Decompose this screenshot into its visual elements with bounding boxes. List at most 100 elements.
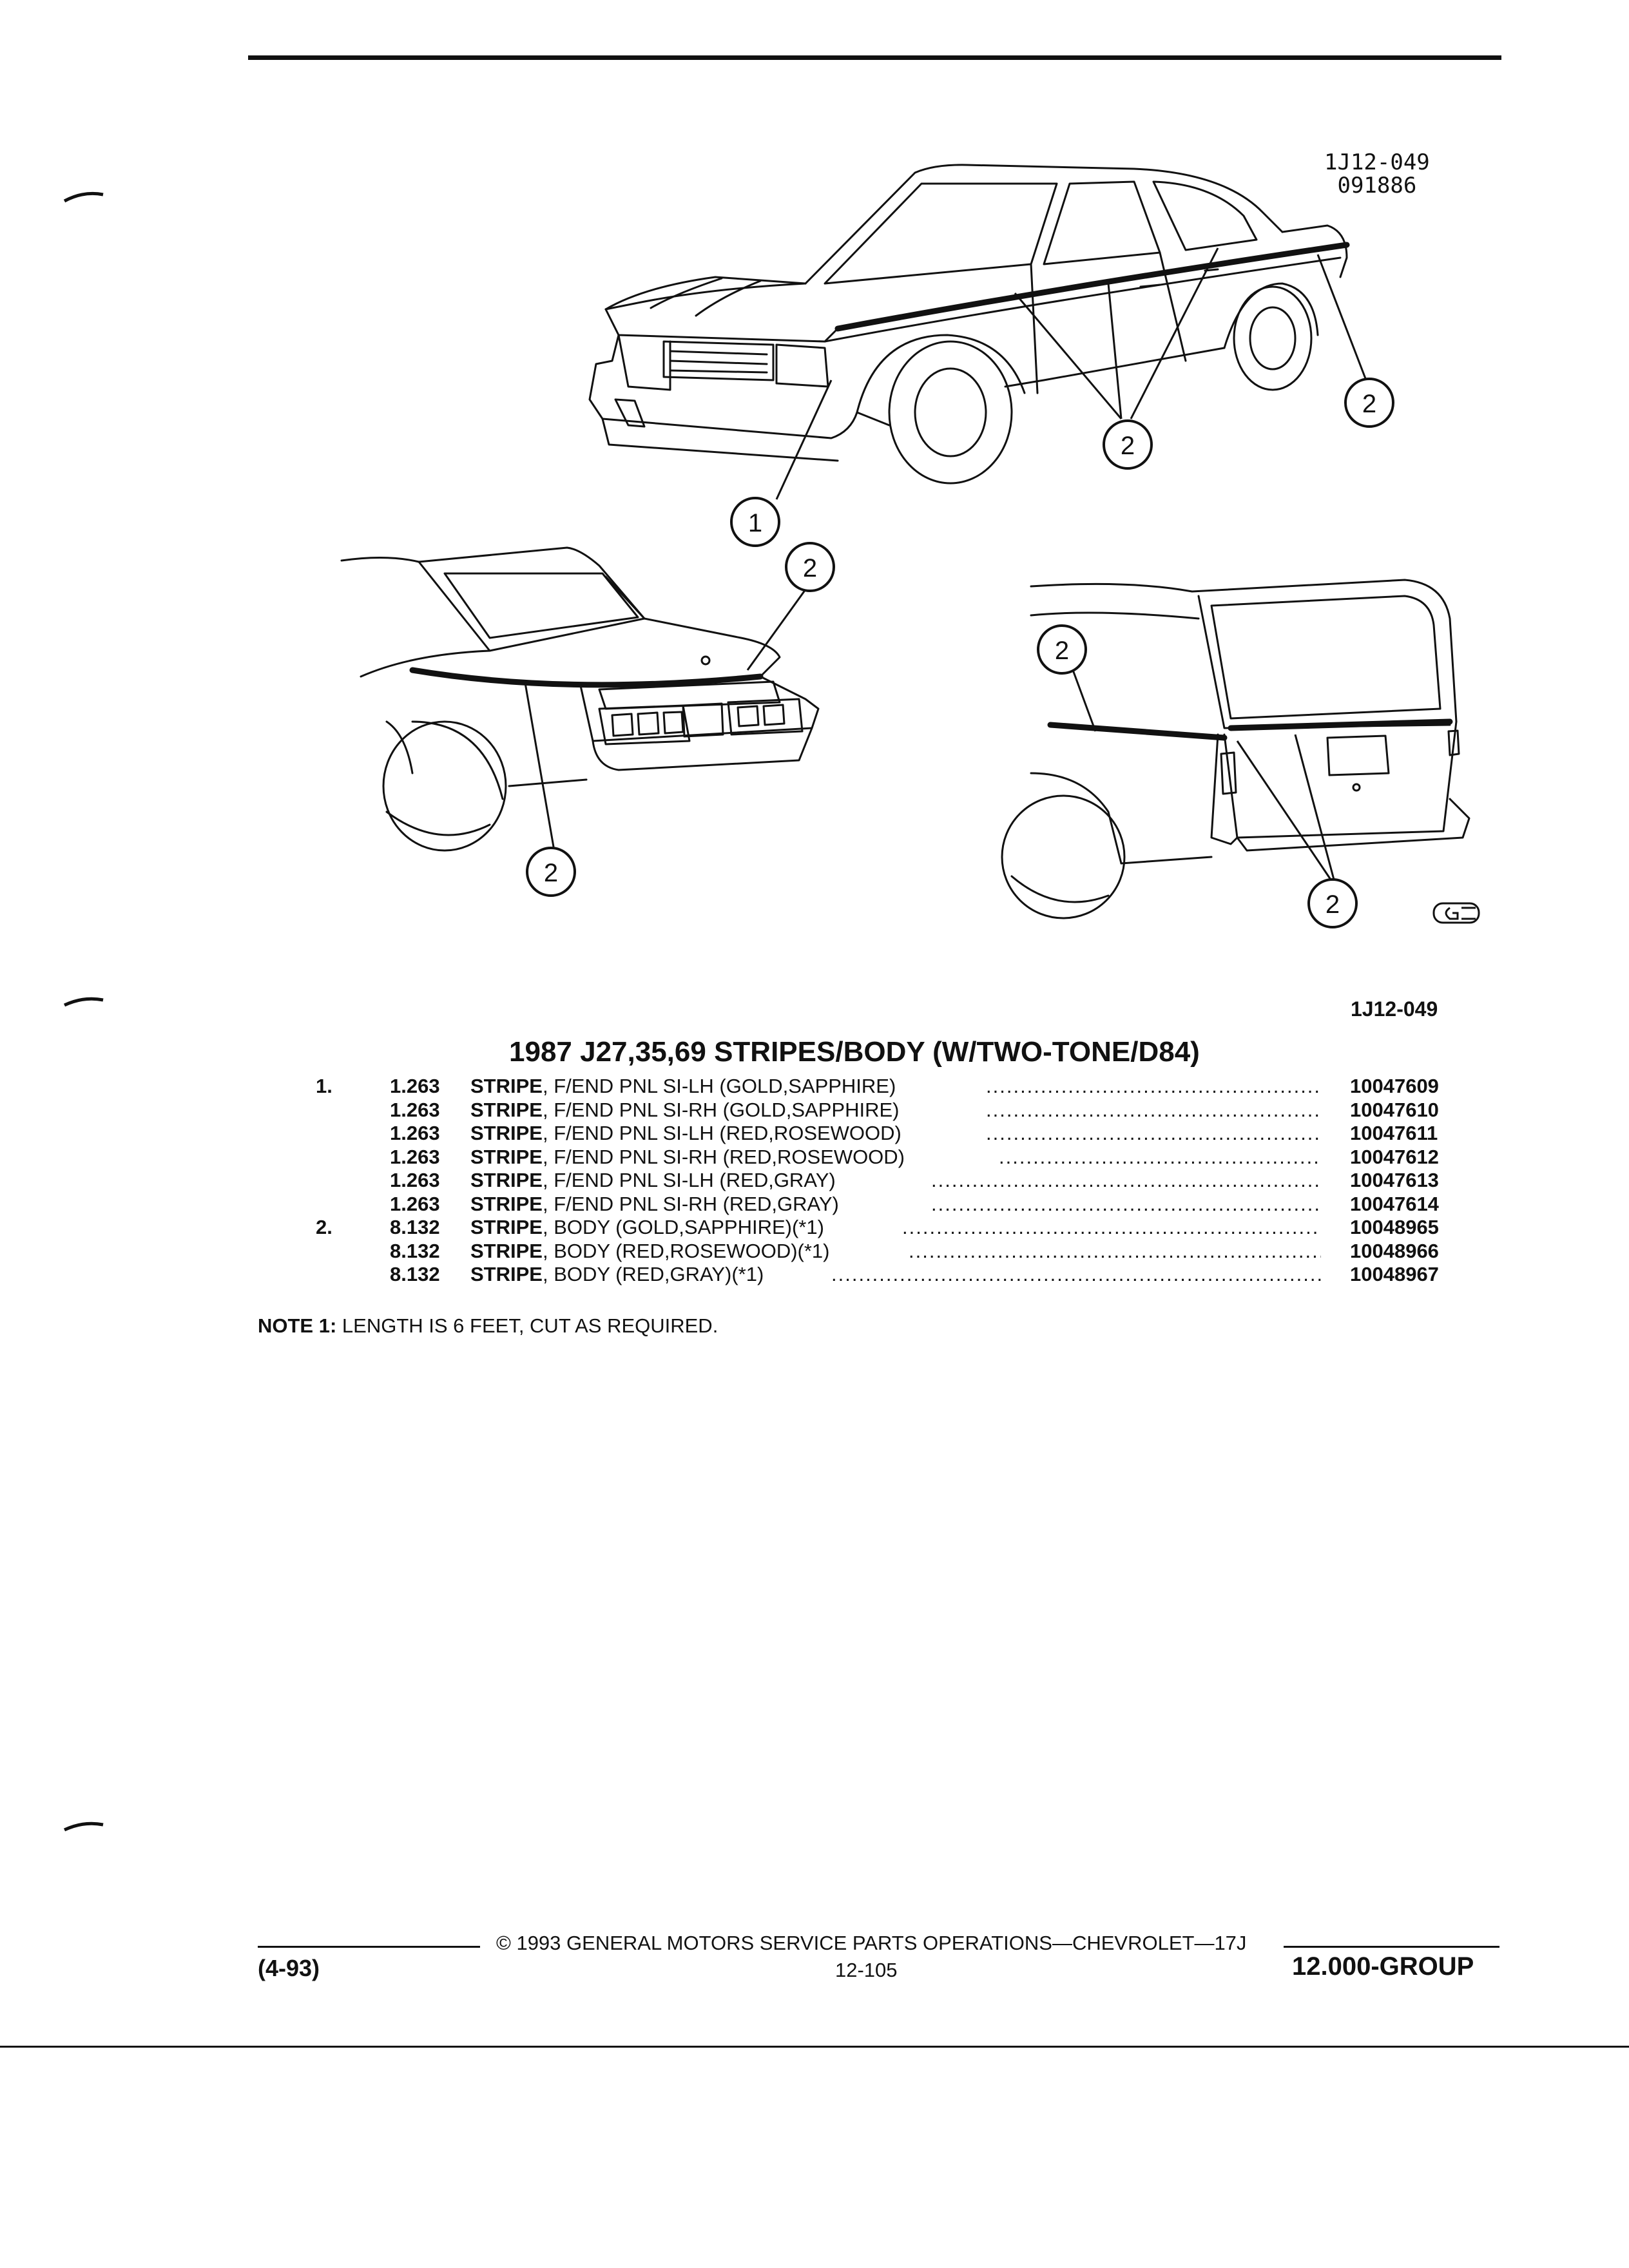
note-text: LENGTH IS 6 FEET, CUT AS REQUIRED. [342, 1314, 718, 1337]
item-index: 2. [316, 1216, 333, 1238]
item-desc: , F/END PNL SI-LH (GOLD,SAPPHIRE) [542, 1075, 896, 1097]
figure-code: 1J12-049 [1351, 997, 1438, 1021]
callout-2-sedan-rear: 2 [1344, 378, 1394, 428]
figure-id-line1: 1J12-049 [1324, 149, 1430, 175]
bottom-rule [0, 2046, 1629, 2048]
item-name: STRIPE [470, 1263, 543, 1285]
item-desc: , BODY (RED,GRAY)(*1) [542, 1263, 764, 1285]
item-qty: 1.263 [390, 1122, 440, 1144]
callout-2-coupe-top: 2 [785, 542, 835, 592]
item-name: STRIPE [470, 1075, 543, 1097]
part-number: 10047612 [1350, 1145, 1439, 1168]
item-description: STRIPE, F/END PNL SI-LH (GOLD,SAPPHIRE) [470, 1075, 896, 1098]
note: NOTE 1: LENGTH IS 6 FEET, CUT AS REQUIRE… [258, 1314, 718, 1338]
stripe-illustration: 1 2 2 2 2 2 2 [340, 164, 1480, 928]
wagon-rear-illustration [1001, 579, 1470, 919]
part-number: 10048967 [1350, 1263, 1439, 1285]
leader-dots: ........................................… [831, 1263, 1321, 1285]
callout-1-label: 1 [748, 509, 762, 537]
parts-row: 1. 1.263 STRIPE, F/END PNL SI-LH (GOLD,S… [316, 1075, 1476, 1099]
footer-copyright: © 1993 GENERAL MOTORS SERVICE PARTS OPER… [496, 1932, 1247, 1954]
callouts: 1 2 2 2 2 2 2 [526, 378, 1394, 928]
leader-dots: ........................................… [902, 1216, 1321, 1238]
parts-row: 1.263 STRIPE, F/END PNL SI-RH (RED,GRAY)… [316, 1193, 1476, 1216]
leader-dots: ........................................… [931, 1192, 1321, 1215]
item-qty: 1.263 [390, 1192, 440, 1215]
binder-marks [63, 191, 104, 1832]
item-description: STRIPE, BODY (RED,ROSEWOOD)(*1) [470, 1240, 830, 1263]
item-name: STRIPE [470, 1216, 543, 1238]
leader-dots: ........................................… [986, 1075, 1321, 1097]
callout-2-label: 2 [1121, 432, 1135, 460]
item-desc: , F/END PNL SI-RH (RED,GRAY) [542, 1192, 839, 1215]
item-qty: 8.132 [390, 1263, 440, 1285]
callout-2-wagon-bottom: 2 [1307, 878, 1358, 928]
leader-dots: ........................................… [909, 1239, 1321, 1262]
leader-dots: ........................................… [931, 1169, 1321, 1191]
leader-dots: ........................................… [986, 1098, 1321, 1121]
leader-dots: ........................................… [986, 1122, 1321, 1144]
section-title: 1987 J27,35,69 STRIPES/BODY (W/TWO-TONE/… [509, 1036, 1200, 1068]
item-qty: 8.132 [390, 1239, 440, 1262]
leader-lines [524, 247, 1367, 880]
parts-row: 1.263 STRIPE, F/END PNL SI-LH (RED,ROSEW… [316, 1122, 1476, 1146]
item-description: STRIPE, BODY (RED,GRAY)(*1) [470, 1263, 764, 1286]
item-name: STRIPE [470, 1122, 543, 1144]
callout-2-label: 2 [544, 859, 558, 887]
gm-logo-icon [1432, 902, 1480, 924]
callout-2-label: 2 [1362, 390, 1376, 418]
part-number: 10047613 [1350, 1169, 1439, 1191]
note-label: NOTE 1: [258, 1314, 337, 1337]
parts-list: 1. 1.263 STRIPE, F/END PNL SI-LH (GOLD,S… [316, 1075, 1476, 1287]
coupe-rear-illustration [340, 546, 820, 852]
item-qty: 1.263 [390, 1075, 440, 1097]
item-description: STRIPE, F/END PNL SI-RH (GOLD,SAPPHIRE) [470, 1099, 899, 1122]
callout-1: 1 [730, 497, 780, 547]
item-name: STRIPE [470, 1192, 543, 1215]
part-number: 10047611 [1350, 1122, 1438, 1144]
part-number: 10048966 [1350, 1239, 1439, 1262]
item-desc: , F/END PNL SI-RH (GOLD,SAPPHIRE) [542, 1098, 900, 1121]
callout-2-label: 2 [1325, 890, 1340, 919]
item-name: STRIPE [470, 1239, 543, 1262]
footer-group: 12.000-GROUP [1292, 1952, 1474, 1981]
callout-2-sedan-doors: 2 [1103, 419, 1153, 470]
parts-row: 2. 8.132 STRIPE, BODY (GOLD,SAPPHIRE)(*1… [316, 1216, 1476, 1240]
sedan-car-illustration [588, 164, 1350, 485]
part-number: 10048965 [1350, 1216, 1439, 1238]
part-number: 10047614 [1350, 1192, 1439, 1215]
parts-row: 1.263 STRIPE, F/END PNL SI-RH (GOLD,SAPP… [316, 1099, 1476, 1122]
item-name: STRIPE [470, 1098, 543, 1121]
parts-row: 8.132 STRIPE, BODY (RED,GRAY)(*1) ......… [316, 1263, 1476, 1287]
footer-rule-right [1284, 1946, 1499, 1948]
item-desc: , F/END PNL SI-LH (RED,GRAY) [542, 1169, 836, 1191]
item-qty: 1.263 [390, 1169, 440, 1191]
item-description: STRIPE, F/END PNL SI-RH (RED,ROSEWOOD) [470, 1146, 905, 1169]
item-qty: 1.263 [390, 1145, 440, 1168]
leader-dots: ........................................… [999, 1145, 1321, 1168]
item-name: STRIPE [470, 1169, 543, 1191]
callout-2-label: 2 [1055, 637, 1069, 665]
part-number: 10047609 [1350, 1075, 1439, 1097]
item-description: STRIPE, F/END PNL SI-RH (RED,GRAY) [470, 1193, 839, 1216]
item-description: STRIPE, BODY (GOLD,SAPPHIRE)(*1) [470, 1216, 824, 1239]
item-description: STRIPE, F/END PNL SI-LH (RED,GRAY) [470, 1169, 836, 1192]
item-desc: , BODY (GOLD,SAPPHIRE)(*1) [542, 1216, 824, 1238]
item-description: STRIPE, F/END PNL SI-LH (RED,ROSEWOOD) [470, 1122, 901, 1145]
figure-id-line2: 091886 [1337, 173, 1417, 198]
item-desc: , F/END PNL SI-RH (RED,ROSEWOOD) [542, 1145, 905, 1168]
part-number: 10047610 [1350, 1098, 1439, 1121]
item-name: STRIPE [470, 1145, 543, 1168]
footer-page: 12-105 [835, 1959, 898, 1981]
callout-2-label: 2 [803, 554, 817, 582]
item-index: 1. [316, 1075, 333, 1097]
parts-row: 1.263 STRIPE, F/END PNL SI-LH (RED,GRAY)… [316, 1169, 1476, 1193]
top-rule [248, 55, 1501, 60]
callout-2-coupe-bottom: 2 [526, 847, 576, 897]
callout-2-wagon-top: 2 [1037, 624, 1087, 675]
item-desc: , BODY (RED,ROSEWOOD)(*1) [542, 1239, 830, 1262]
footer-date: (4-93) [258, 1955, 320, 1981]
item-qty: 1.263 [390, 1098, 440, 1121]
figure-id: 1J12-049 091886 [1324, 151, 1430, 197]
item-qty: 8.132 [390, 1216, 440, 1238]
